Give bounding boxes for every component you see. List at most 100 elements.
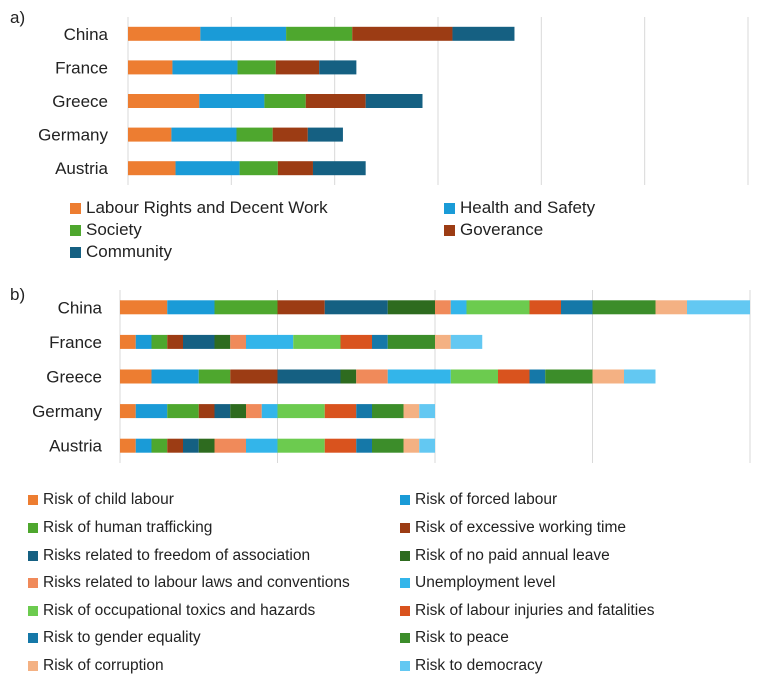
bar-austria-labour-rights-and-decent-work bbox=[128, 161, 176, 176]
legend-item-health-and-safety: Health and Safety bbox=[444, 198, 595, 218]
bar-china-risk-to-gender-equality bbox=[561, 300, 593, 315]
legend-item-risk-to-gender-equality: Risk to gender equality bbox=[28, 629, 201, 647]
bar-germany-society bbox=[236, 127, 273, 142]
bar-france-risk-of-labour-injuries-and-fatalities bbox=[340, 334, 372, 349]
bar-germany-risk-of-occupational-toxics-and-hazards bbox=[277, 404, 325, 419]
bar-germany-risk-to-peace bbox=[372, 404, 404, 419]
category-label-greece: Greece bbox=[52, 92, 108, 111]
legend-swatch bbox=[70, 224, 81, 236]
legend-swatch bbox=[400, 522, 410, 533]
bar-greece-risk-of-occupational-toxics-and-hazards bbox=[450, 369, 498, 384]
bar-germany-risk-of-human-trafficking bbox=[167, 404, 199, 419]
bar-greece-labour-rights-and-decent-work bbox=[128, 94, 200, 108]
legend-item-risk-to-peace: Risk to peace bbox=[400, 629, 509, 647]
bar-germany-risk-of-excessive-working-time bbox=[198, 404, 215, 419]
legend-swatch bbox=[28, 605, 38, 616]
bar-china-community bbox=[452, 26, 515, 41]
bar-france-risk-of-child-labour bbox=[120, 334, 136, 349]
legend-label: Risk to gender equality bbox=[43, 629, 201, 647]
legend-swatch bbox=[400, 550, 410, 561]
bar-austria-risk-of-child-labour bbox=[120, 438, 136, 453]
legend-swatch bbox=[28, 522, 38, 533]
bar-greece-risk-of-excessive-working-time bbox=[230, 369, 278, 384]
bar-france-health-and-safety bbox=[172, 60, 238, 75]
bar-germany-risk-of-corruption bbox=[403, 404, 420, 419]
bar-austria-unemployment-level bbox=[246, 438, 278, 453]
legend-label: Health and Safety bbox=[460, 198, 596, 218]
legend-label: Labour Rights and Decent Work bbox=[86, 198, 328, 218]
legend-item-risks-related-to-freedom-of-association: Risks related to freedom of association bbox=[28, 547, 310, 565]
legend-swatch bbox=[70, 202, 81, 214]
legend-item-unemployment-level: Unemployment level bbox=[400, 574, 555, 592]
bar-austria-community bbox=[312, 161, 366, 176]
bar-germany-risk-of-child-labour bbox=[120, 404, 136, 419]
bar-china-risk-of-occupational-toxics-and-hazards bbox=[466, 300, 530, 315]
legend-item-risk-to-democracy: Risk to democracy bbox=[400, 657, 542, 675]
bar-austria-goverance bbox=[277, 161, 313, 176]
bar-france-risk-to-democracy bbox=[450, 334, 483, 349]
bar-france-risk-of-excessive-working-time bbox=[167, 334, 183, 349]
panel-label: a) bbox=[10, 8, 25, 27]
bar-china-risk-of-forced-labour bbox=[167, 300, 215, 315]
legend-swatch bbox=[444, 202, 455, 214]
bar-france-risks-related-to-labour-laws-and-conventions bbox=[230, 334, 246, 349]
legend-item-risk-of-human-trafficking: Risk of human trafficking bbox=[28, 519, 212, 537]
category-label-greece: Greece bbox=[46, 368, 102, 387]
legend-label: Risk of human trafficking bbox=[43, 518, 213, 536]
bar-france-risk-of-no-paid-annual-leave bbox=[214, 334, 231, 349]
legend-swatch bbox=[28, 660, 38, 671]
panel-label: b) bbox=[10, 285, 25, 304]
legend-item-risk-of-child-labour: Risk of child labour bbox=[28, 491, 174, 509]
bar-france-risk-to-peace bbox=[387, 334, 435, 349]
bar-china-health-and-safety bbox=[200, 26, 287, 41]
legend-label: Risk of forced labour bbox=[415, 491, 558, 509]
bar-germany-risk-of-labour-injuries-and-fatalities bbox=[324, 404, 357, 419]
bar-germany-labour-rights-and-decent-work bbox=[128, 127, 172, 142]
category-label-germany: Germany bbox=[38, 126, 108, 145]
bar-greece-risk-of-child-labour bbox=[120, 369, 152, 384]
bar-germany-risk-of-forced-labour bbox=[135, 404, 168, 419]
legend-label: Risks related to labour laws and convent… bbox=[43, 574, 350, 592]
bar-germany-risk-of-no-paid-annual-leave bbox=[230, 404, 246, 419]
category-label-france: France bbox=[55, 58, 108, 77]
bar-china-risks-related-to-freedom-of-association bbox=[324, 300, 388, 315]
bar-austria-health-and-safety bbox=[175, 161, 240, 176]
bar-germany-unemployment-level bbox=[261, 404, 278, 419]
legend-item-risk-of-no-paid-annual-leave: Risk of no paid annual leave bbox=[400, 547, 610, 565]
legend-label: Society bbox=[86, 220, 142, 240]
legend-item-risk-of-excessive-working-time: Risk of excessive working time bbox=[400, 519, 626, 537]
bar-china-risk-to-democracy bbox=[687, 300, 750, 315]
bar-austria-risk-of-forced-labour bbox=[135, 438, 152, 453]
category-label-germany: Germany bbox=[32, 402, 102, 421]
legend-label: Risk to peace bbox=[415, 629, 509, 647]
legend-swatch bbox=[400, 605, 410, 616]
legend-label: Community bbox=[86, 242, 172, 262]
legend-item-risk-of-occupational-toxics-and-hazards: Risk of occupational toxics and hazards bbox=[28, 602, 315, 620]
bar-china-risk-of-labour-injuries-and-fatalities bbox=[529, 300, 561, 315]
bar-austria-risks-related-to-labour-laws-and-conventions bbox=[214, 438, 246, 453]
bar-greece-goverance bbox=[305, 94, 366, 108]
legend-swatch bbox=[28, 633, 38, 644]
legend-swatch bbox=[400, 660, 410, 671]
legend-item-goverance: Goverance bbox=[444, 220, 543, 240]
bar-germany-health-and-safety bbox=[171, 127, 237, 142]
bar-greece-risk-of-no-paid-annual-leave bbox=[340, 369, 357, 384]
legend-label: Risk to democracy bbox=[415, 656, 543, 674]
legend-item-risk-of-forced-labour: Risk of forced labour bbox=[400, 491, 557, 509]
category-label-austria: Austria bbox=[55, 159, 108, 178]
bar-austria-risk-to-gender-equality bbox=[356, 438, 372, 453]
bar-france-unemployment-level bbox=[246, 334, 294, 349]
bar-austria-risk-of-corruption bbox=[403, 438, 420, 453]
bar-france-risk-of-corruption bbox=[435, 334, 451, 349]
bar-germany-risk-to-gender-equality bbox=[356, 404, 372, 419]
category-label-china: China bbox=[58, 298, 103, 317]
bar-greece-risk-to-peace bbox=[545, 369, 593, 384]
bar-france-risks-related-to-freedom-of-association bbox=[183, 334, 215, 349]
bar-greece-community bbox=[365, 94, 423, 108]
bar-france-community bbox=[319, 60, 357, 75]
bar-france-society bbox=[237, 60, 276, 75]
bar-greece-risks-related-to-freedom-of-association bbox=[277, 369, 341, 384]
legend-label: Risk of excessive working time bbox=[415, 518, 627, 536]
legend-swatch bbox=[28, 578, 38, 589]
